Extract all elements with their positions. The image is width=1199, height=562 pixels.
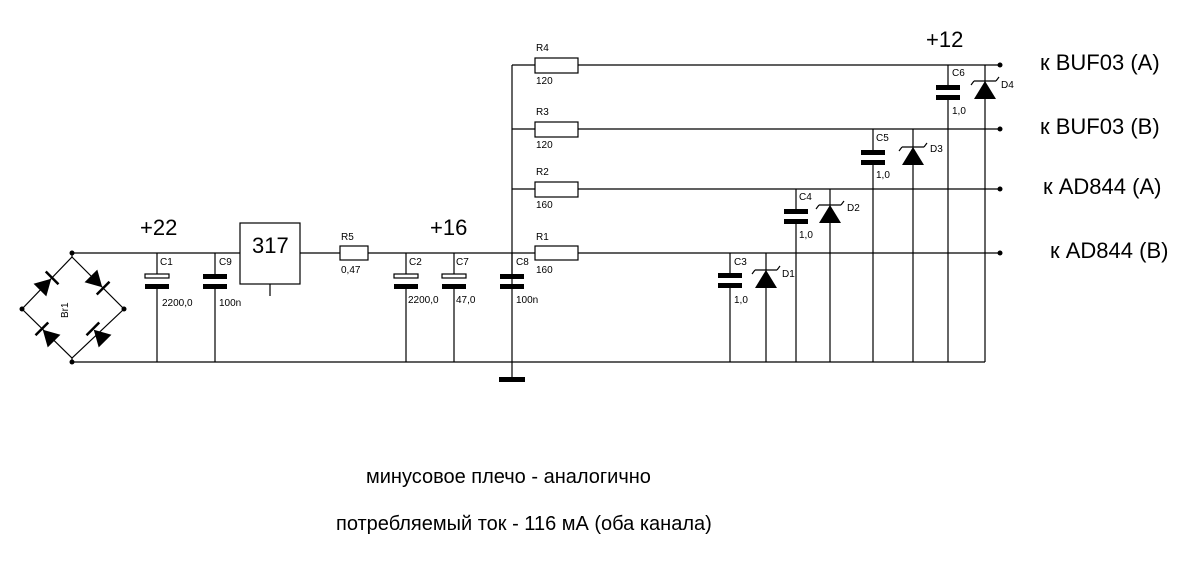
diode-d1: D1 (751, 265, 795, 288)
svg-text:1,0: 1,0 (952, 106, 966, 117)
capacitor-c9: C9 100n (203, 257, 241, 309)
diode-d2: D2 (815, 200, 860, 223)
resistor-r3: R3 120 (534, 107, 579, 151)
wires (72, 64, 1000, 378)
bridge-label: Br1 (60, 302, 71, 318)
capacitor-c6: C6 1,0 (936, 68, 966, 117)
note-current-consumption: потребляемый ток - 116 мА (оба канала) (336, 513, 712, 535)
svg-text:47,0: 47,0 (456, 295, 476, 306)
output-label-ad844-a: к AD844 (A) (1043, 174, 1161, 199)
svg-text:160: 160 (536, 265, 553, 276)
capacitor-c3: C3 1,0 (718, 257, 748, 306)
svg-text:C4: C4 (799, 192, 812, 203)
junction-dots (19, 62, 1003, 365)
svg-text:C1: C1 (160, 257, 173, 268)
capacitor-c4: C4 1,0 (784, 192, 813, 241)
svg-text:100n: 100n (516, 295, 538, 306)
svg-text:2200,0: 2200,0 (162, 298, 193, 309)
svg-text:C3: C3 (734, 257, 747, 268)
svg-text:C9: C9 (219, 257, 232, 268)
voltage-label-22: +22 (140, 215, 177, 240)
svg-text:1,0: 1,0 (734, 295, 748, 306)
regulator-317: 317 (239, 222, 301, 285)
terminal-ad844-b (997, 250, 1003, 256)
svg-text:1,0: 1,0 (876, 170, 890, 181)
svg-text:0,47: 0,47 (341, 265, 361, 276)
terminal-buf03-b (997, 126, 1003, 132)
svg-text:120: 120 (536, 140, 553, 151)
svg-text:C5: C5 (876, 133, 889, 144)
note-negative-arm: минусовое плечо - аналогично (366, 466, 651, 488)
svg-text:C6: C6 (952, 68, 965, 79)
svg-text:R5: R5 (341, 232, 354, 243)
ground-symbol (499, 377, 525, 382)
svg-text:R1: R1 (536, 232, 549, 243)
resistor-r5: R5 0,47 (339, 232, 369, 276)
resistor-r1: R1 160 (534, 232, 579, 276)
svg-text:D2: D2 (847, 203, 860, 214)
svg-text:R2: R2 (536, 167, 549, 178)
bridge-rectifier: Br1 (21, 253, 125, 362)
svg-text:2200,0: 2200,0 (408, 295, 439, 306)
svg-text:C2: C2 (409, 257, 422, 268)
capacitor-c7: C7 47,0 (441, 257, 476, 306)
voltage-label-16: +16 (430, 215, 467, 240)
diode-d3: D3 (898, 142, 943, 165)
svg-text:C7: C7 (456, 257, 469, 268)
capacitor-c5: C5 1,0 (861, 133, 890, 181)
terminal-ad844-a (997, 186, 1003, 192)
capacitor-c2: C2 2200,0 (393, 257, 439, 306)
svg-text:C8: C8 (516, 257, 529, 268)
capacitor-c8: C8 100n (500, 257, 538, 306)
voltage-label-12: +12 (926, 27, 963, 52)
terminal-buf03-a (997, 62, 1003, 68)
resistor-r2: R2 160 (534, 167, 579, 211)
svg-text:160: 160 (536, 200, 553, 211)
svg-text:D4: D4 (1001, 80, 1014, 91)
regulator-label: 317 (252, 233, 289, 258)
svg-text:R3: R3 (536, 107, 549, 118)
resistor-r4: R4 120 (534, 43, 579, 87)
svg-text:D1: D1 (782, 269, 795, 280)
output-label-buf03-a: к BUF03 (A) (1040, 50, 1160, 75)
capacitor-c1: C1 2200,0 (144, 257, 193, 309)
output-label-buf03-b: к BUF03 (B) (1040, 114, 1160, 139)
svg-text:1,0: 1,0 (799, 230, 813, 241)
svg-text:100n: 100n (219, 298, 241, 309)
svg-text:120: 120 (536, 76, 553, 87)
svg-text:R4: R4 (536, 43, 549, 54)
diode-d4: D4 (970, 76, 1014, 99)
output-label-ad844-b: к AD844 (B) (1050, 238, 1168, 263)
svg-text:D3: D3 (930, 144, 943, 155)
